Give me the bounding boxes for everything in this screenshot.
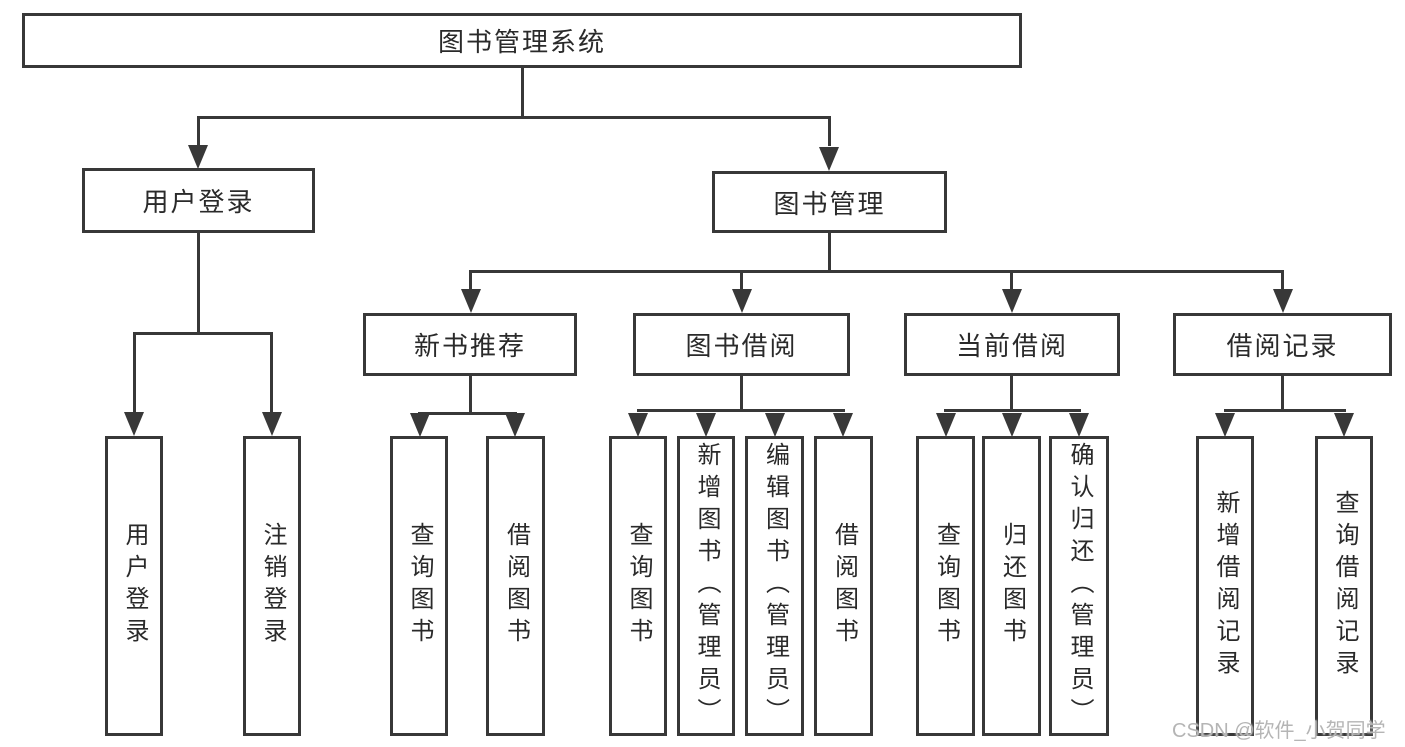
node-new-book-recommend: 新书推荐 [363, 313, 577, 376]
leaf-add-borrow-record-label: 新增借阅记录 [1212, 490, 1239, 682]
connector-book-management-drop [828, 233, 831, 273]
connector-level2-rail [197, 116, 831, 119]
leaf-recommend-borrow-books-label: 借阅图书 [502, 522, 530, 650]
leaf-current-query-books: 查询图书 [916, 436, 975, 736]
leaf-user-login-label: 用户登录 [121, 522, 148, 650]
leaf-return-books-label: 归还图书 [998, 522, 1026, 650]
leaf-recommend-query-books: 查询图书 [390, 436, 448, 736]
connector-records-rail [1224, 409, 1346, 412]
node-book-borrow-label: 图书借阅 [685, 331, 798, 361]
arrowhead-icon-current-borrow [1002, 289, 1022, 313]
leaf-add-book-admin: 新增图书（管理员） [677, 436, 735, 736]
arrowhead-icon-current-query [936, 413, 956, 437]
leaf-edit-book-admin-label: 编辑图书（管理员） [761, 442, 789, 730]
leaf-edit-book-admin: 编辑图书（管理员） [745, 436, 804, 736]
connector-current-drop [1010, 376, 1013, 412]
connector-level3-rail [469, 270, 1283, 273]
connector-stem-current-borrow [1010, 270, 1013, 292]
connector-stem-borrow-records [1281, 270, 1284, 292]
connector-root-drop [521, 68, 524, 119]
arrowhead-icon-recommend-borrow [505, 413, 525, 437]
connector-stem-book-management [828, 116, 831, 146]
arrowhead-icon-records-query [1334, 413, 1354, 437]
connector-borrow-drop [740, 376, 743, 412]
connector-records-drop [1281, 376, 1284, 412]
leaf-query-borrow-record-label: 查询借阅记录 [1331, 490, 1358, 682]
node-user-login: 用户登录 [82, 168, 315, 233]
connector-recommend-drop [469, 376, 472, 415]
connector-stem-user-login [197, 116, 200, 146]
leaf-add-book-admin-label: 新增图书（管理员） [693, 442, 720, 730]
arrowhead-icon-borrow-borrow [833, 413, 853, 437]
node-current-borrow-label: 当前借阅 [955, 331, 1068, 361]
arrowhead-icon-book-management [819, 147, 839, 171]
node-borrow-records-label: 借阅记录 [1226, 331, 1339, 361]
leaf-recommend-borrow-books: 借阅图书 [486, 436, 545, 736]
connector-borrow-rail [637, 409, 845, 412]
leaf-query-borrow-record: 查询借阅记录 [1315, 436, 1373, 736]
connector-stem-new-book [469, 270, 472, 292]
leaf-recommend-query-books-label: 查询图书 [406, 522, 433, 650]
arrowhead-icon-recommend-query [410, 413, 430, 437]
leaf-borrow-query-books: 查询图书 [609, 436, 667, 736]
leaf-confirm-return-admin: 确认归还（管理员） [1049, 436, 1109, 736]
leaf-logout-label: 注销登录 [259, 522, 286, 650]
connector-recommend-rail [418, 412, 517, 415]
leaf-borrow-borrow-books-label: 借阅图书 [830, 522, 858, 650]
node-current-borrow: 当前借阅 [904, 313, 1120, 376]
watermark: CSDN @软件_小贺同学 [1172, 720, 1386, 742]
connector-user-login-drop [197, 233, 200, 335]
connector-login-rail [133, 332, 273, 335]
arrowhead-icon-book-borrow [732, 289, 752, 313]
leaf-return-books: 归还图书 [982, 436, 1041, 736]
connector-stem-leaf-user-login [133, 332, 136, 414]
leaf-borrow-query-books-label: 查询图书 [625, 522, 652, 650]
arrowhead-icon-user-login [188, 145, 208, 169]
connector-current-rail [944, 409, 1081, 412]
node-library-management-system-label: 图书管理系统 [437, 27, 606, 57]
leaf-add-borrow-record: 新增借阅记录 [1196, 436, 1254, 736]
connector-stem-leaf-logout [270, 332, 273, 414]
arrowhead-icon-leaf-logout [262, 412, 282, 436]
connector-stem-book-borrow [740, 270, 743, 292]
node-new-book-recommend-label: 新书推荐 [413, 331, 526, 361]
leaf-borrow-borrow-books: 借阅图书 [814, 436, 873, 736]
node-borrow-records: 借阅记录 [1173, 313, 1392, 376]
arrowhead-icon-borrow-records [1273, 289, 1293, 313]
node-user-login-label: 用户登录 [142, 187, 255, 217]
arrowhead-icon-borrow-edit [765, 413, 785, 437]
leaf-current-query-books-label: 查询图书 [932, 522, 960, 650]
arrowhead-icon-borrow-add [696, 413, 716, 437]
arrowhead-icon-records-add [1215, 413, 1235, 437]
node-book-management: 图书管理 [712, 171, 947, 233]
arrowhead-icon-current-return [1002, 413, 1022, 437]
arrowhead-icon-borrow-query [628, 413, 648, 437]
node-book-borrow: 图书借阅 [633, 313, 850, 376]
node-book-management-label: 图书管理 [773, 188, 886, 219]
arrowhead-icon-leaf-user-login [124, 412, 144, 436]
leaf-logout: 注销登录 [243, 436, 301, 736]
arrowhead-icon-current-confirm [1069, 413, 1089, 437]
leaf-user-login: 用户登录 [105, 436, 163, 736]
leaf-confirm-return-admin-label: 确认归还（管理员） [1066, 442, 1093, 730]
arrowhead-icon-new-book [461, 289, 481, 313]
node-library-management-system: 图书管理系统 [22, 13, 1022, 68]
